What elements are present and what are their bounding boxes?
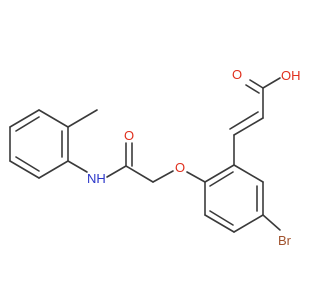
atom-label-br: Br [278, 233, 292, 248]
bond-ring-b-5 [9, 160, 40, 179]
atom-label-nh: NH [87, 171, 106, 186]
structure-diagram: OH O O O NH Br [9, 67, 300, 248]
bond-vinyl-2 [229, 111, 259, 130]
bond-ring-b-3 [9, 109, 40, 128]
bond-cooh-c-oh [262, 77, 281, 89]
bond-cooh-c-o-double-1 [249, 79, 264, 89]
bond-ring-o-ether [186, 171, 206, 183]
bond-ring-b-6 [38, 160, 69, 179]
atom-label-oh: OH [281, 68, 300, 83]
bond-ring-a-6 [204, 164, 235, 183]
bond-methyl [67, 109, 98, 128]
bond-ring-a-6-inner [209, 171, 234, 187]
bond-cooh-c-o-double-2 [245, 84, 260, 94]
bond-o-ether-ch2 [152, 170, 174, 183]
bond-ring-b-2 [38, 109, 69, 128]
bond-ring-a-3 [233, 214, 264, 233]
bond-ring-a-1 [233, 164, 264, 183]
atom-label-o-acid: O [232, 67, 242, 82]
bond-ring-a-4-inner [209, 210, 234, 226]
bond-ring-b-3-inner [15, 116, 40, 132]
bond-ring-b-5-inner [15, 156, 40, 172]
bond-ring-a-4 [204, 214, 235, 233]
atom-label-o-ether: O [175, 160, 185, 175]
bond-ch2-carbonyl [125, 165, 154, 183]
atom-label-o-amide: O [124, 128, 134, 143]
bond-carbonyl-n [106, 165, 127, 178]
bond-vinyl-1 [233, 117, 264, 136]
bond-n-ring [67, 160, 88, 173]
bond-c-br [262, 214, 281, 231]
